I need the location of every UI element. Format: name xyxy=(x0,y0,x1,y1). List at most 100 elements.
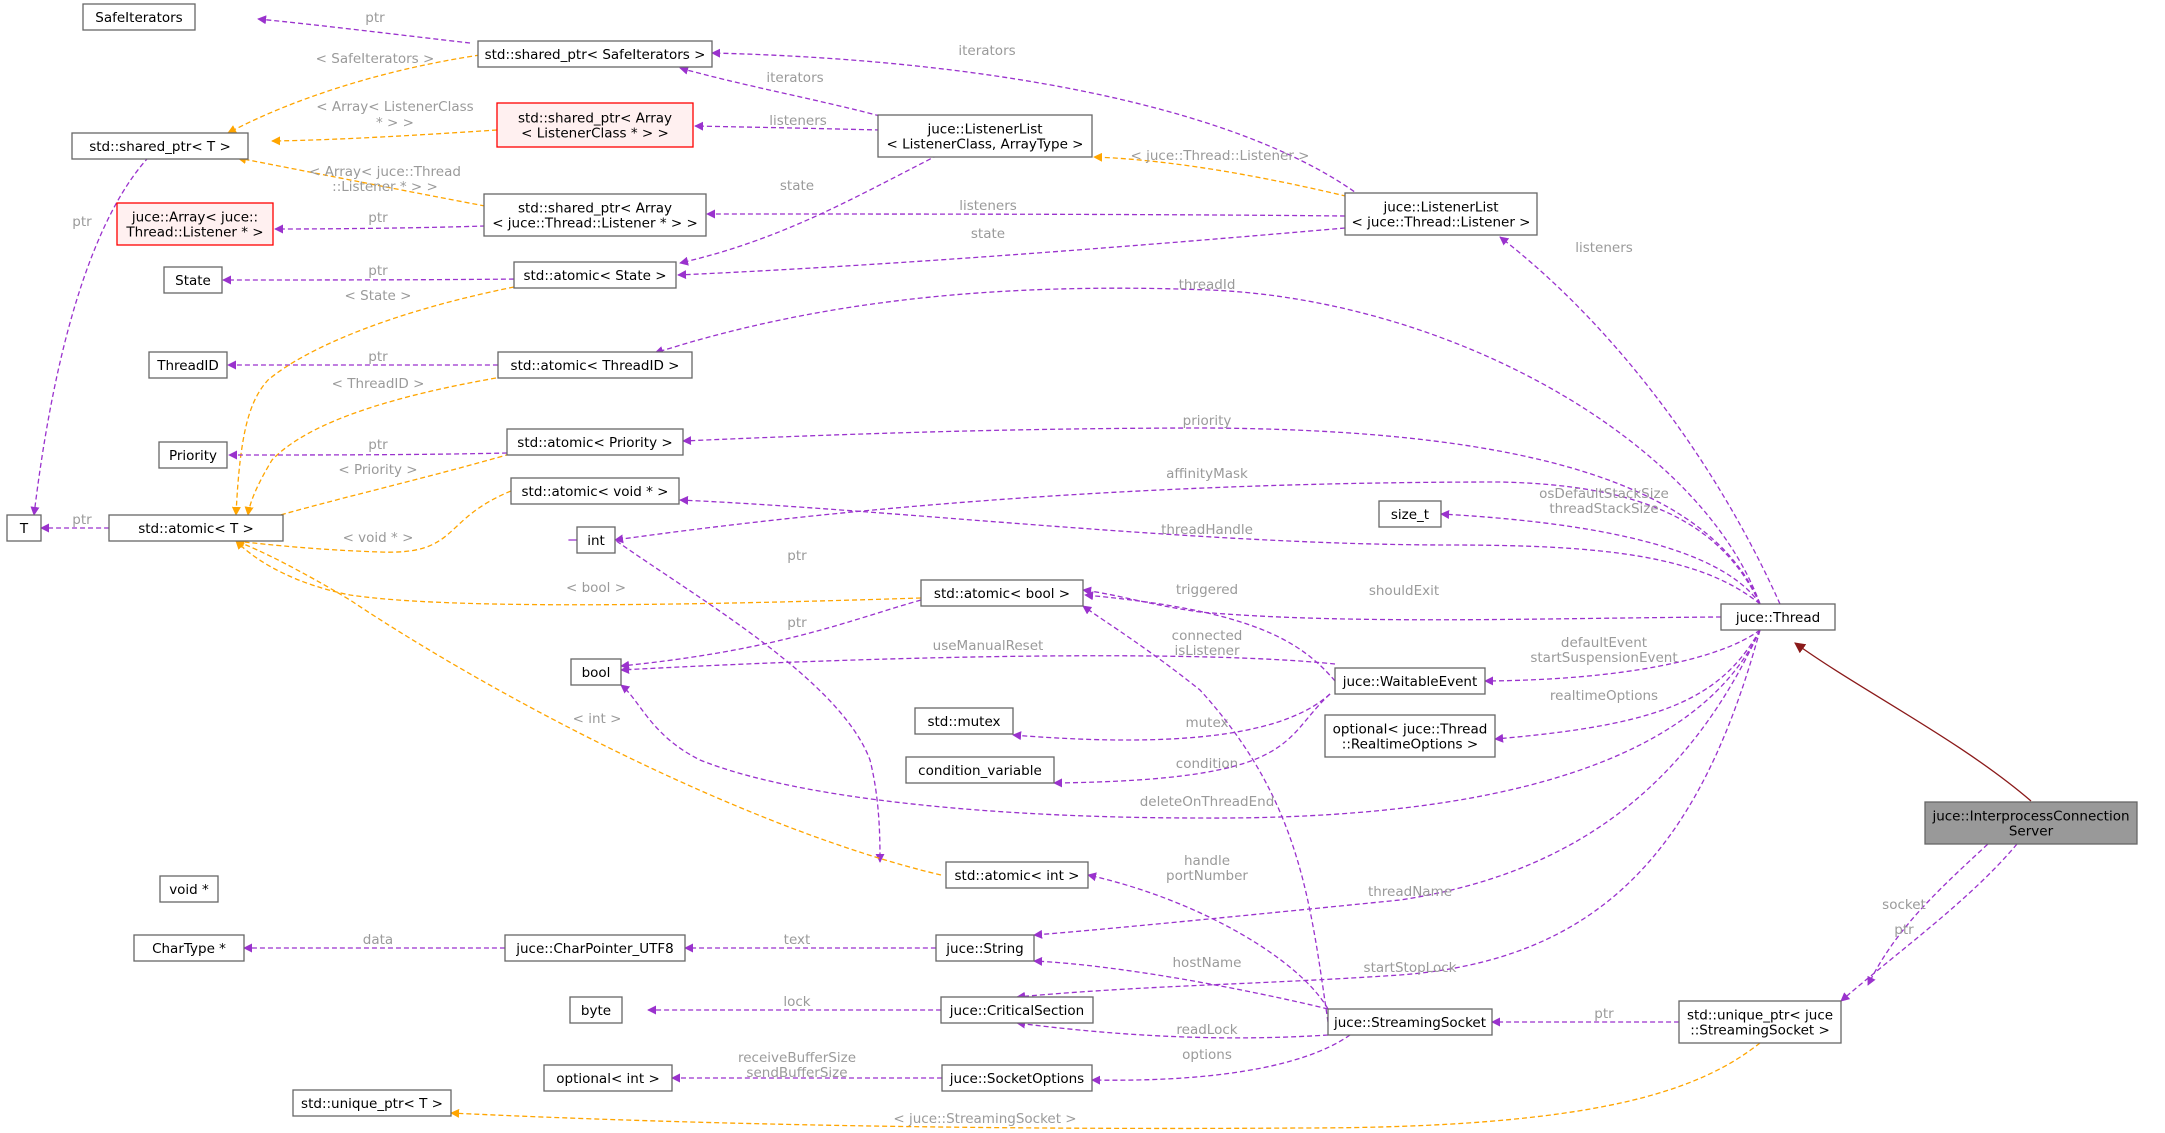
edge-line xyxy=(450,1042,1761,1130)
node-sp-arr-lc[interactable]: std::shared_ptr< Array< ListenerClass * … xyxy=(496,102,694,148)
node-box[interactable] xyxy=(1678,1000,1842,1044)
node-bool[interactable]: bool xyxy=(570,658,622,686)
node-at-t[interactable]: std::atomic< T > xyxy=(108,514,284,542)
node-box[interactable] xyxy=(570,658,622,686)
node-str-sock[interactable]: juce::StreamingSocket xyxy=(1327,1008,1493,1036)
node-at-prio[interactable]: std::atomic< Priority > xyxy=(506,428,684,456)
node-size-t[interactable]: size_t xyxy=(1378,500,1442,528)
edge-line xyxy=(271,129,498,146)
node-juce-arr[interactable]: juce::Array< juce::Thread::Listener * > xyxy=(116,202,274,246)
edge-label: threadName xyxy=(1368,884,1452,900)
node-box[interactable] xyxy=(543,1064,673,1092)
node-box[interactable] xyxy=(1324,714,1496,758)
node-cputf8[interactable]: juce::CharPointer_UTF8 xyxy=(504,934,686,962)
node-box[interactable] xyxy=(905,756,1055,784)
node-box[interactable] xyxy=(569,996,623,1024)
node-box[interactable] xyxy=(945,861,1089,889)
node-box[interactable] xyxy=(1924,801,2138,845)
node-box[interactable] xyxy=(506,428,684,456)
node-safe-iterators[interactable]: SafeIterators xyxy=(82,3,196,31)
node-box[interactable] xyxy=(163,266,223,294)
edge-label: useManualReset xyxy=(933,638,1044,654)
node-box[interactable] xyxy=(1344,192,1538,236)
node-box[interactable] xyxy=(82,3,196,31)
node-label: juce::ListenerList xyxy=(926,122,1042,138)
edge-label: listeners xyxy=(959,198,1017,214)
node-label: ::RealtimeOptions > xyxy=(1342,737,1478,753)
node-box[interactable] xyxy=(6,514,42,542)
edge-template: < juce::StreamingSocket > xyxy=(450,1042,1761,1130)
node-box[interactable] xyxy=(108,514,284,542)
node-sp-t[interactable]: std::shared_ptr< T > xyxy=(71,132,249,160)
node-label: juce::Array< juce:: xyxy=(131,210,258,226)
node-box[interactable] xyxy=(116,202,274,246)
node-sp-arr-tl[interactable]: std::shared_ptr< Array< juce::Thread::Li… xyxy=(483,193,707,237)
node-box[interactable] xyxy=(1327,1008,1493,1036)
node-box[interactable] xyxy=(914,707,1014,735)
node-thread[interactable]: juce::Thread xyxy=(1720,603,1836,631)
node-box[interactable] xyxy=(71,132,249,160)
edge-label: * > > xyxy=(376,115,414,131)
node-crit-sec[interactable]: juce::CriticalSection xyxy=(940,996,1094,1024)
node-up-ss[interactable]: std::unique_ptr< juce::StreamingSocket > xyxy=(1678,1000,1842,1044)
node-label: std::mutex xyxy=(927,714,1000,730)
edge-line xyxy=(679,154,939,266)
node-box[interactable] xyxy=(496,102,694,148)
node-label: std::shared_ptr< Array xyxy=(518,201,672,217)
node-at-int[interactable]: std::atomic< int > xyxy=(945,861,1089,889)
node-box[interactable] xyxy=(1334,667,1486,695)
node-box[interactable] xyxy=(920,579,1084,607)
node-box[interactable] xyxy=(497,351,693,379)
edge-member: ptr xyxy=(227,349,498,370)
node-priority[interactable]: Priority xyxy=(158,441,228,469)
node-box[interactable] xyxy=(483,193,707,237)
node-box[interactable] xyxy=(133,934,245,962)
node-box[interactable] xyxy=(576,526,616,554)
node-box[interactable] xyxy=(1378,500,1442,528)
node-ll-lcat[interactable]: juce::ListenerList< ListenerClass, Array… xyxy=(877,114,1093,158)
node-sp-safe-iter[interactable]: std::shared_ptr< SafeIterators > xyxy=(477,40,713,68)
edge-line xyxy=(231,286,515,516)
node-char-type[interactable]: CharType * xyxy=(133,934,245,962)
node-box[interactable] xyxy=(940,996,1094,1024)
node-box[interactable] xyxy=(1720,603,1836,631)
edge-line xyxy=(274,224,486,234)
node-box[interactable] xyxy=(941,1064,1093,1092)
node-condvar[interactable]: condition_variable xyxy=(905,756,1055,784)
edge-label: handle xyxy=(1184,853,1230,869)
node-box[interactable] xyxy=(504,934,686,962)
node-box[interactable] xyxy=(877,114,1093,158)
node-string[interactable]: juce::String xyxy=(935,934,1035,962)
node-box[interactable] xyxy=(513,261,677,289)
node-sock-opt[interactable]: juce::SocketOptions xyxy=(941,1064,1093,1092)
node-box[interactable] xyxy=(148,351,228,379)
node-at-state[interactable]: std::atomic< State > xyxy=(513,261,677,289)
node-byte[interactable]: byte xyxy=(569,996,623,1024)
edge-label: text xyxy=(784,932,811,948)
node-at-voidp[interactable]: std::atomic< void * > xyxy=(510,477,680,505)
node-box[interactable] xyxy=(158,441,228,469)
node-box[interactable] xyxy=(477,40,713,68)
node-up-t[interactable]: std::unique_ptr< T > xyxy=(292,1089,452,1117)
node-state[interactable]: State xyxy=(163,266,223,294)
node-ll-tl[interactable]: juce::ListenerList< juce::Thread::Listen… xyxy=(1344,192,1538,236)
node-box[interactable] xyxy=(510,477,680,505)
node-t[interactable]: T xyxy=(6,514,42,542)
node-box[interactable] xyxy=(159,875,219,903)
node-wait-ev[interactable]: juce::WaitableEvent xyxy=(1334,667,1486,695)
node-at-tid[interactable]: std::atomic< ThreadID > xyxy=(497,351,693,379)
node-box[interactable] xyxy=(935,934,1035,962)
node-mutex[interactable]: std::mutex xyxy=(914,707,1014,735)
node-label: byte xyxy=(581,1003,611,1019)
edge-member: ptr xyxy=(1491,1006,1679,1027)
node-voidp[interactable]: void * xyxy=(159,875,219,903)
node-at-bool[interactable]: std::atomic< bool > xyxy=(920,579,1084,607)
node-box[interactable] xyxy=(292,1089,452,1117)
node-opt-int[interactable]: optional< int > xyxy=(543,1064,673,1092)
node-opt-rt[interactable]: optional< juce::Thread::RealtimeOptions … xyxy=(1324,714,1496,758)
node-thread-id[interactable]: ThreadID xyxy=(148,351,228,379)
edge-label: < int > xyxy=(573,711,622,727)
node-int[interactable]: int xyxy=(576,526,616,554)
edge-label: isListener xyxy=(1174,643,1240,659)
